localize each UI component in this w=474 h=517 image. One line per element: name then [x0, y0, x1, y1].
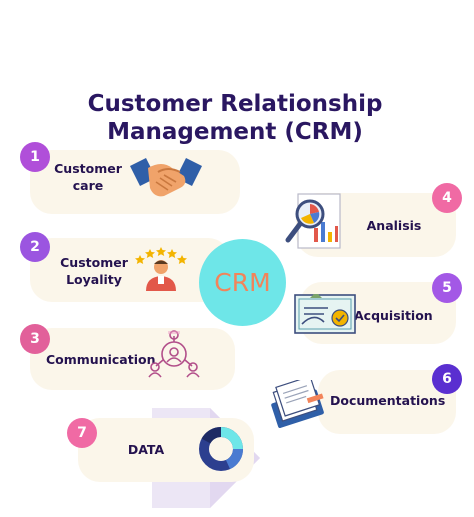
badge-2: 2 [20, 232, 50, 262]
label-customer-care: Customer care [52, 160, 124, 194]
documents-icon [271, 380, 324, 428]
label-data: DATA [127, 442, 165, 457]
label-line: Customer [60, 255, 128, 270]
diagram-title: Customer Relationship Management (CRM) [60, 90, 410, 146]
label-line: care [72, 178, 104, 193]
badge-1: 1 [20, 142, 50, 172]
magnifier-chart-icon [285, 193, 341, 249]
label-acquisition: Acquisition [354, 308, 433, 323]
network-people-icon [148, 330, 200, 378]
crm-center-label: CRM [214, 268, 271, 297]
label-documentations: Documentations [330, 393, 446, 408]
badge-5: 5 [432, 273, 462, 303]
badge-4: 4 [432, 183, 462, 213]
label-analisis: Analisis [366, 218, 422, 233]
badge-7: 7 [67, 418, 97, 448]
donut-chart-icon [199, 427, 244, 471]
card-communication [30, 328, 235, 390]
badge-6: 6 [432, 364, 462, 394]
badge-3: 3 [20, 324, 50, 354]
title-line-1: Customer Relationship [87, 91, 383, 117]
card-customer-care [30, 150, 240, 214]
certificate-icon [294, 294, 356, 334]
handshake-icon [130, 158, 202, 197]
label-line: Loyality [66, 272, 122, 287]
label-line: Customer [54, 161, 122, 176]
card-customer-loyality [30, 238, 230, 302]
rated-person-icon [135, 247, 187, 291]
label-communication: Communication [46, 352, 156, 367]
crm-center-circle: CRM [199, 239, 286, 326]
title-line-2: Management (CRM) [107, 119, 363, 145]
label-customer-loyality: Customer Loyality [56, 254, 132, 288]
